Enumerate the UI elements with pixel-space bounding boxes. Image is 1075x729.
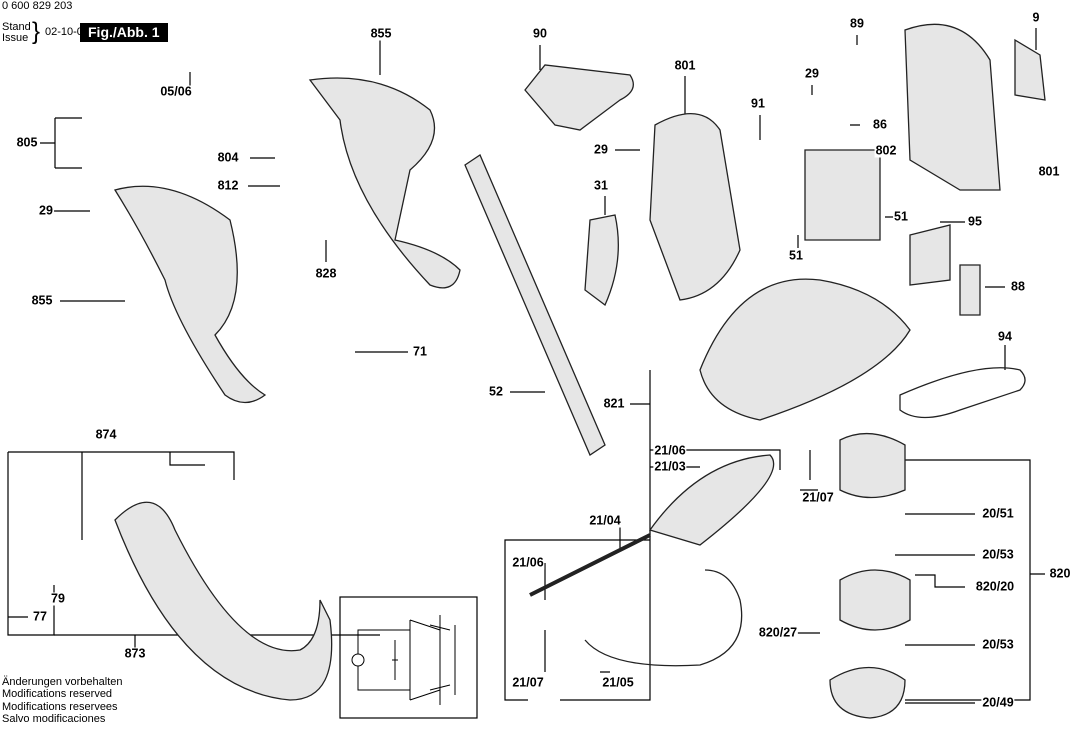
part-label: 855 <box>30 293 54 308</box>
housing-801-right <box>904 23 1001 191</box>
part-label: 31 <box>593 178 609 193</box>
part-label: 52 <box>488 384 504 399</box>
filter-88 <box>959 264 981 316</box>
part-label: 21/05 <box>601 675 635 690</box>
part-label: 820/20 <box>974 579 1016 594</box>
part-label: 88 <box>1010 279 1026 294</box>
part-label: 21/03 <box>653 459 687 474</box>
part-label: 29 <box>804 66 820 81</box>
issue-label: Issue <box>2 32 29 44</box>
cover-31 <box>584 214 619 307</box>
part-label: 51 <box>893 209 909 224</box>
cover-90 <box>524 64 634 131</box>
wire-21-05 <box>584 569 743 667</box>
part-label: 874 <box>94 427 118 442</box>
motor-802 <box>804 149 881 241</box>
part-label: 820/27 <box>757 625 799 640</box>
part-label: 804 <box>216 150 240 165</box>
spool-housing <box>839 432 906 499</box>
part-label: 21/07 <box>801 490 835 505</box>
part-label: 94 <box>997 329 1013 344</box>
part-label: 805 <box>15 135 39 150</box>
part-label: 9 <box>1031 10 1041 25</box>
bellows-21-03 <box>648 454 775 546</box>
note-en: Modifications reserved <box>2 688 113 701</box>
part-label: 86 <box>872 117 888 132</box>
part-label: 29 <box>593 142 609 157</box>
part-label: 821 <box>602 396 626 411</box>
parts <box>113 23 1046 719</box>
part-label: 802 <box>874 143 898 158</box>
fan-95 <box>909 224 951 286</box>
part-label: 21/07 <box>511 675 545 690</box>
issue-date: 02-10-09 <box>45 26 90 38</box>
part-label: 79 <box>50 591 66 606</box>
part-label: 855 <box>369 26 393 41</box>
part-label: 51 <box>788 248 804 263</box>
part-label: 20/51 <box>981 506 1015 521</box>
part-label: 77 <box>32 609 48 624</box>
cap-20-49 <box>829 666 906 719</box>
note-de: Änderungen vorbehalten <box>2 676 123 688</box>
part-label: 71 <box>412 344 428 359</box>
brace: } <box>32 18 41 45</box>
part-label: 89 <box>849 16 865 31</box>
tube-52 <box>464 154 606 456</box>
handle-half-right <box>308 77 461 289</box>
part-label: 21/06 <box>653 443 687 458</box>
part-label: 29 <box>38 203 54 218</box>
part-label: 873 <box>123 646 147 661</box>
cover-9 <box>1014 38 1046 101</box>
part-label: 21/06 <box>511 555 545 570</box>
part-label: 91 <box>750 96 766 111</box>
part-label: 801 <box>1037 164 1061 179</box>
grip-873 <box>114 501 333 701</box>
guard-821 <box>699 278 911 421</box>
stand-label: Stand <box>2 21 31 33</box>
part-label: 20/53 <box>981 637 1015 652</box>
part-label: 820 <box>1048 566 1072 581</box>
motor-housing-801 <box>649 112 741 301</box>
note-es: Salvo modificaciones <box>2 712 106 725</box>
circuit-schematic <box>339 596 478 719</box>
spool-820-20 <box>839 569 911 631</box>
part-label: 21/04 <box>588 513 622 528</box>
handle-half-left <box>113 185 267 404</box>
rod-21-04 <box>529 533 651 597</box>
part-label: 90 <box>532 26 548 41</box>
part-label: 05/06 <box>159 84 193 99</box>
part-label: 20/53 <box>981 547 1015 562</box>
figure-badge: Fig./Abb. 1 <box>80 23 168 42</box>
bracket-94 <box>899 367 1026 419</box>
modification-notes: Änderungen vorbehalten Modifications res… <box>2 676 122 725</box>
note-fr: Modifications reservees <box>2 700 118 713</box>
part-label: 812 <box>216 178 240 193</box>
document-number: 0 600 829 203 <box>2 0 73 12</box>
part-label: 828 <box>314 266 338 281</box>
part-label: 20/49 <box>981 695 1015 710</box>
part-label: 801 <box>673 58 697 73</box>
part-label: 95 <box>967 214 983 229</box>
